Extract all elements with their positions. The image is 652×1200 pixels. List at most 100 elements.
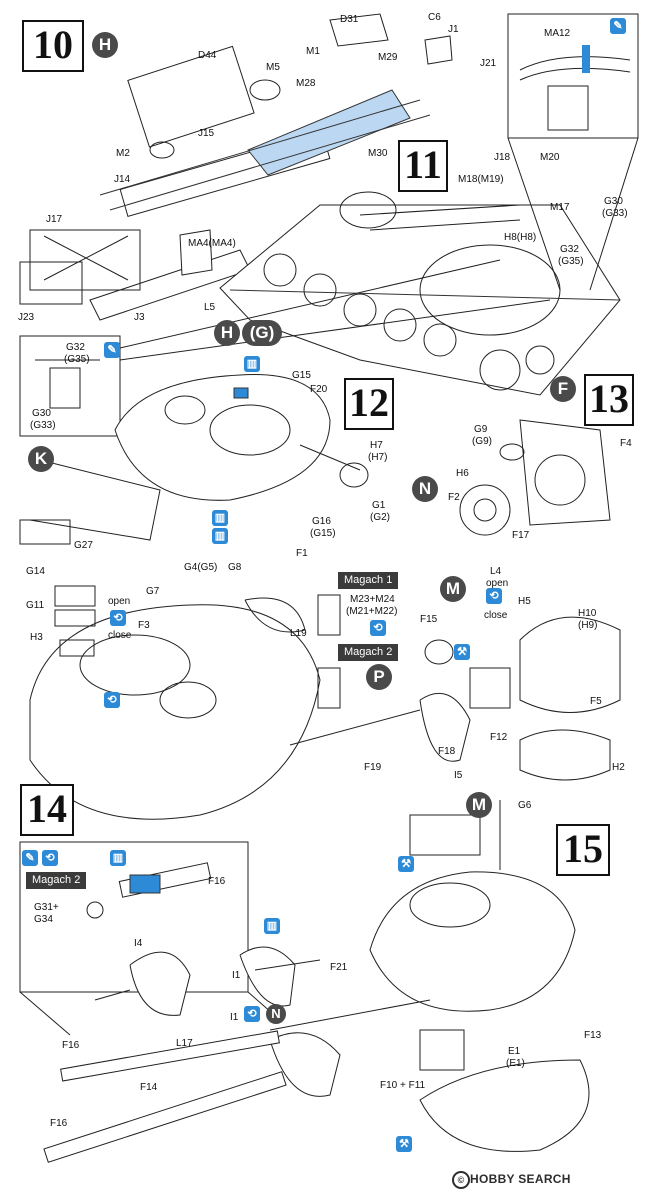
- label-f19: F19: [364, 762, 382, 773]
- label-c6: C6: [428, 12, 441, 23]
- label-m29: M29: [378, 52, 398, 63]
- label-l4: L4: [490, 566, 502, 577]
- label-e1: E1: [508, 1046, 521, 1057]
- marker-m: M: [440, 576, 466, 602]
- label-j23: J23: [18, 312, 35, 323]
- tag-magach-2: Magach 2: [338, 644, 399, 661]
- label-g15: G15: [292, 370, 311, 381]
- label-l17: L17: [176, 1038, 193, 1049]
- label-l5: L5: [204, 302, 216, 313]
- label-h3: H3: [30, 632, 43, 643]
- label-f4: F4: [620, 438, 632, 449]
- tag-magach-1: Magach 1: [338, 572, 399, 589]
- label-ma4: MA4(MA4): [188, 238, 236, 249]
- label-g33-top: (G33): [602, 208, 628, 219]
- label-j15: J15: [198, 128, 215, 139]
- label-h7-alt: (H7): [368, 452, 388, 463]
- label-f3: F3: [138, 620, 150, 631]
- glue-icon: ▥: [212, 528, 228, 544]
- label-h10: H10: [578, 608, 597, 619]
- label-g32-top: G32: [560, 244, 579, 255]
- label-open-1: open: [108, 596, 131, 607]
- watermark: HOBBY SEARCH: [470, 1172, 571, 1186]
- step-number-12: 12: [344, 378, 394, 430]
- label-m5: M5: [266, 62, 280, 73]
- label-h7: H7: [370, 440, 383, 451]
- label-g11: G11: [26, 600, 45, 611]
- rotate-icon: ⟲: [370, 620, 386, 636]
- marker-h-g: H: [214, 320, 240, 346]
- glue-icon: ▥: [212, 510, 228, 526]
- watermark-symbol: ©: [452, 1171, 470, 1189]
- cement-icon: ⚒: [454, 644, 470, 660]
- label-g6: G6: [518, 800, 532, 811]
- paint-icon: ✎: [610, 18, 626, 34]
- label-m2: M2: [116, 148, 130, 159]
- label-f13: F13: [584, 1030, 602, 1041]
- label-g30-top: G30: [604, 196, 623, 207]
- label-m17: M17: [550, 202, 570, 213]
- label-j18: J18: [494, 152, 511, 163]
- label-h9: (H9): [578, 620, 598, 631]
- label-close-2: close: [484, 610, 508, 621]
- label-h5: H5: [518, 596, 531, 607]
- label-f18: F18: [438, 746, 456, 757]
- step-number-13: 13: [584, 374, 634, 426]
- marker-p: P: [366, 664, 392, 690]
- label-f1: F1: [296, 548, 308, 559]
- label-m23: M23+M24: [350, 594, 395, 605]
- paint-icon: ✎: [104, 342, 120, 358]
- label-f20: F20: [310, 384, 328, 395]
- label-i4: I4: [134, 938, 143, 949]
- label-f5: F5: [590, 696, 602, 707]
- label-g9: G9: [474, 424, 488, 435]
- glue-icon: ▥: [110, 850, 126, 866]
- label-f21: F21: [330, 962, 348, 973]
- label-g34: G34: [34, 914, 53, 925]
- cement-icon: ⚒: [396, 1136, 412, 1152]
- label-d44: D44: [198, 50, 217, 61]
- label-m1: M1: [306, 46, 320, 57]
- label-i5: I5: [454, 770, 463, 781]
- marker-n: N: [412, 476, 438, 502]
- label-g9-alt: (G9): [472, 436, 492, 447]
- label-f16-bottom: F16: [50, 1118, 68, 1129]
- label-m18: M18(M19): [458, 174, 504, 185]
- label-l19: L19: [290, 628, 307, 639]
- rotate-icon: ⟲: [104, 692, 120, 708]
- label-j17: J17: [46, 214, 63, 225]
- label-f12: F12: [490, 732, 508, 743]
- tag-magach-2-inset: Magach 2: [26, 872, 87, 889]
- step-number-14: 14: [20, 784, 74, 836]
- paint-icon: ✎: [22, 850, 38, 866]
- label-f16-mid: F16: [62, 1040, 80, 1051]
- label-m20: M20: [540, 152, 560, 163]
- label-j1: J1: [448, 24, 459, 35]
- label-f10-f11: F10 + F11: [380, 1080, 426, 1091]
- label-d31: D31: [340, 14, 359, 25]
- label-h6: H6: [456, 468, 469, 479]
- label-open-2: open: [486, 578, 509, 589]
- label-f14: F14: [140, 1082, 158, 1093]
- marker-m-15: M: [466, 792, 492, 818]
- label-g16: G16: [312, 516, 331, 527]
- rotate-icon: ⟲: [486, 588, 502, 604]
- label-f2: F2: [448, 492, 460, 503]
- rotate-icon: ⟲: [244, 1006, 260, 1022]
- marker-g: (G): [242, 320, 282, 346]
- label-g30-inset: G30: [32, 408, 51, 419]
- step-number-10: 10: [22, 20, 84, 72]
- glue-icon: ▥: [244, 356, 260, 372]
- label-g15-alt: (G15): [310, 528, 336, 539]
- step-number-11: 11: [398, 140, 448, 192]
- label-e1-alt: (E1): [506, 1058, 525, 1069]
- label-g32-inset: G32: [66, 342, 85, 353]
- label-i1-b: I1: [230, 1012, 239, 1023]
- label-g35-top: (G35): [558, 256, 584, 267]
- marker-f: F: [550, 376, 576, 402]
- marker-n-15: N: [266, 1004, 286, 1024]
- label-h8: H8(H8): [504, 232, 537, 243]
- label-g14: G14: [26, 566, 45, 577]
